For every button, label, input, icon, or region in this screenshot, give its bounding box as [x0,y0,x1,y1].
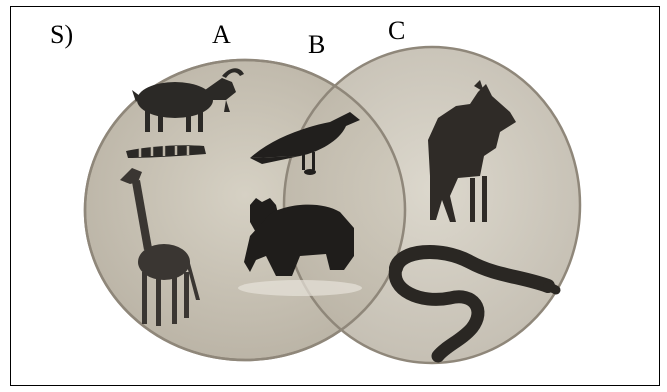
venn-diagram [0,0,667,392]
